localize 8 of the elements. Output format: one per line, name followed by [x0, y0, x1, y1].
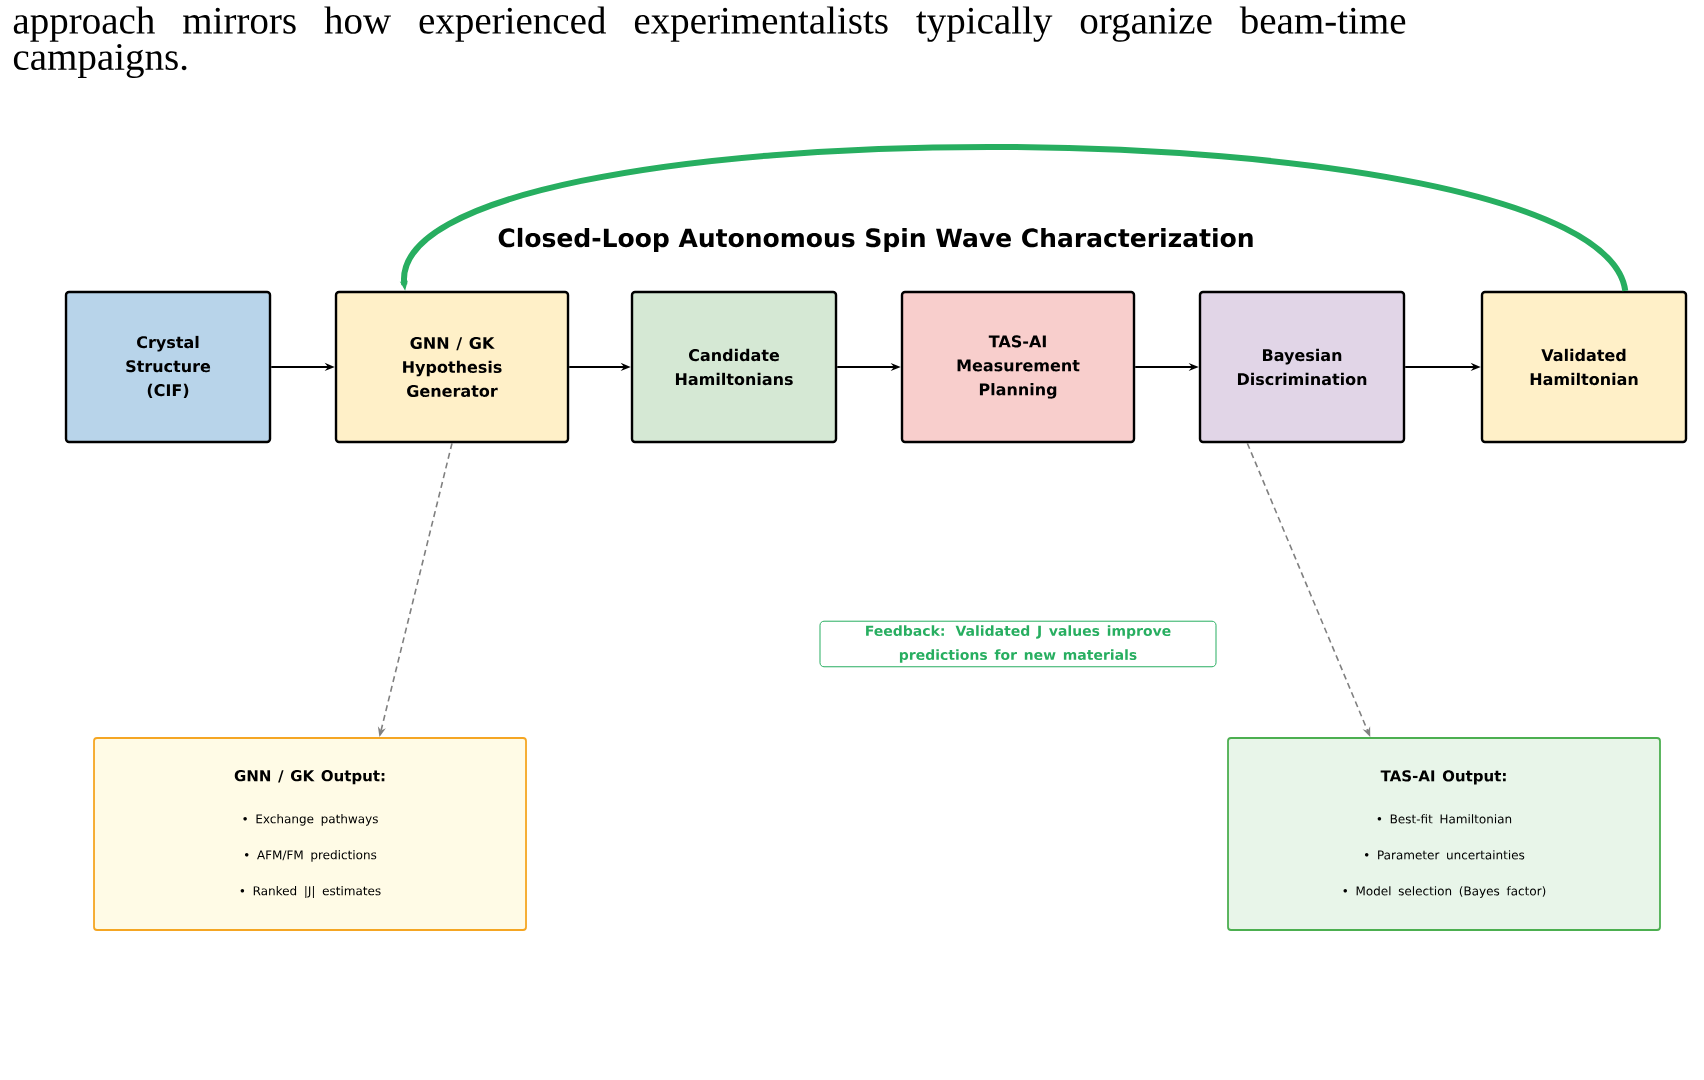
process-box: TAS-AI Measurement Planning — [900, 290, 1136, 444]
body-text: approach mirrors how experienced experimentalists typically organize beam-time campaigns. — [13, 6, 1406, 79]
process-box: Crystal Structure (CIF) — [64, 290, 272, 444]
process-box: Bayesian Discrimination — [1198, 290, 1406, 444]
diagram-title: Closed-Loop Autonomous Spin Wave Characterization — [498, 227, 1253, 253]
process-box: Validated Hamiltonian — [1480, 290, 1688, 444]
process-box: Candidate Hamiltonians — [630, 290, 838, 444]
process-box: GNN / GK Hypothesis Generator — [334, 290, 570, 444]
